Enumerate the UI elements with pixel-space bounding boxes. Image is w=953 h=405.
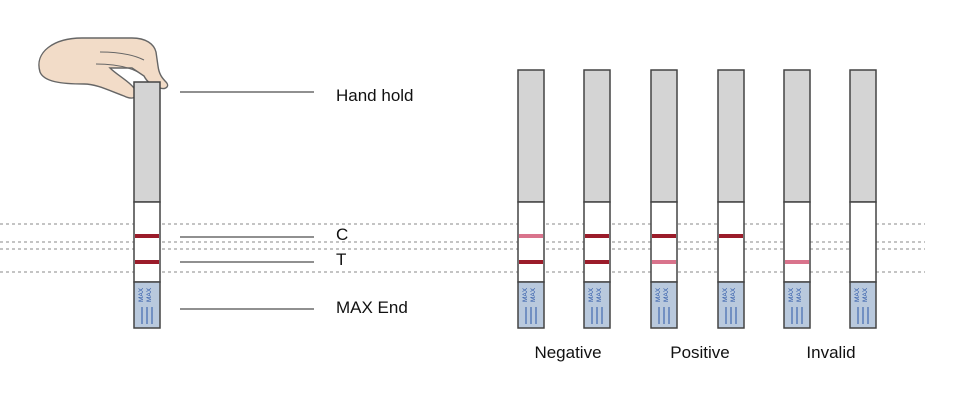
control-band — [719, 234, 743, 238]
result-window — [133, 201, 161, 283]
max-marking: MAX — [730, 287, 737, 302]
negative-label: Negative — [534, 343, 602, 362]
hand-hold-label: Hand hold — [336, 86, 414, 105]
max-marking: MAX — [862, 287, 869, 302]
result-window — [517, 201, 545, 283]
test-band — [519, 260, 543, 264]
max-marking: MAX — [796, 287, 803, 302]
strip-handle — [783, 69, 811, 203]
max-marking: MAX — [655, 287, 662, 302]
max-marking: MAX — [588, 287, 595, 302]
invalid-label: Invalid — [806, 343, 856, 362]
max-marking: MAX — [722, 287, 729, 302]
result-window — [583, 201, 611, 283]
max-marking: MAX — [138, 287, 145, 302]
finger-crease — [99, 51, 145, 61]
max-marking: MAX — [854, 287, 861, 302]
test-band — [785, 260, 809, 264]
result-window — [783, 201, 811, 283]
strip-handle — [650, 69, 678, 203]
guide-lines — [0, 223, 925, 273]
max-marking: MAX — [663, 287, 670, 302]
strip-handle — [133, 81, 161, 203]
test-band — [652, 260, 676, 264]
control-line-label: C — [336, 225, 349, 244]
max-marking: MAX — [596, 287, 603, 302]
test-band — [135, 260, 159, 264]
strip-handle — [583, 69, 611, 203]
result-window — [849, 201, 877, 283]
strip-handle — [517, 69, 545, 203]
control-band — [519, 234, 543, 238]
finger-crease — [95, 63, 139, 73]
control-band — [135, 234, 159, 238]
max-marking: MAX — [530, 287, 537, 302]
max-marking: MAX — [522, 287, 529, 302]
result-window — [717, 201, 745, 283]
control-band — [652, 234, 676, 238]
control-band — [585, 234, 609, 238]
strip-handle — [717, 69, 745, 203]
max-marking: MAX — [788, 287, 795, 302]
max-marking: MAX — [146, 287, 153, 302]
positive-label: Positive — [670, 343, 730, 362]
test-line-label: T — [336, 250, 347, 269]
callout-lines — [180, 91, 314, 310]
test-band — [585, 260, 609, 264]
result-window — [650, 201, 678, 283]
strip-handle — [849, 69, 877, 203]
max-end-label: MAX End — [336, 298, 408, 317]
